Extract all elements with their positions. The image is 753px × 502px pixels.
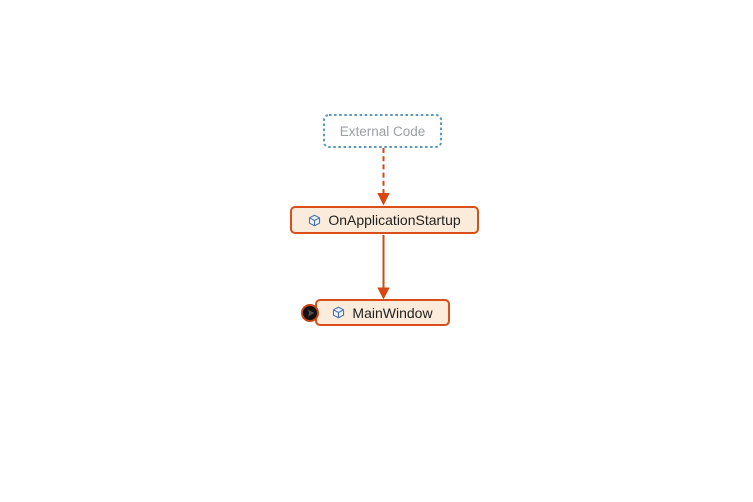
node-label: External Code: [339, 123, 426, 139]
dotted-border: [323, 114, 442, 148]
node-label: OnApplicationStartup: [328, 212, 461, 228]
node-external-code[interactable]: External Code: [323, 114, 442, 148]
node-label: MainWindow: [352, 304, 433, 321]
cube-icon: [309, 214, 321, 226]
edge-onapplicationstartup-to-mainwindow[interactable]: [377, 235, 390, 300]
incoming-link-badge[interactable]: [301, 304, 319, 322]
right-arrow-icon: [307, 308, 315, 318]
arrowhead-icon: [377, 287, 390, 300]
node-onapplicationstartup[interactable]: OnApplicationStartup: [290, 206, 479, 234]
edge-external-to-onapplicationstartup[interactable]: [377, 148, 390, 206]
cube-icon: [333, 306, 345, 319]
node-mainwindow[interactable]: MainWindow: [315, 299, 450, 326]
arrowhead-icon: [377, 193, 390, 206]
